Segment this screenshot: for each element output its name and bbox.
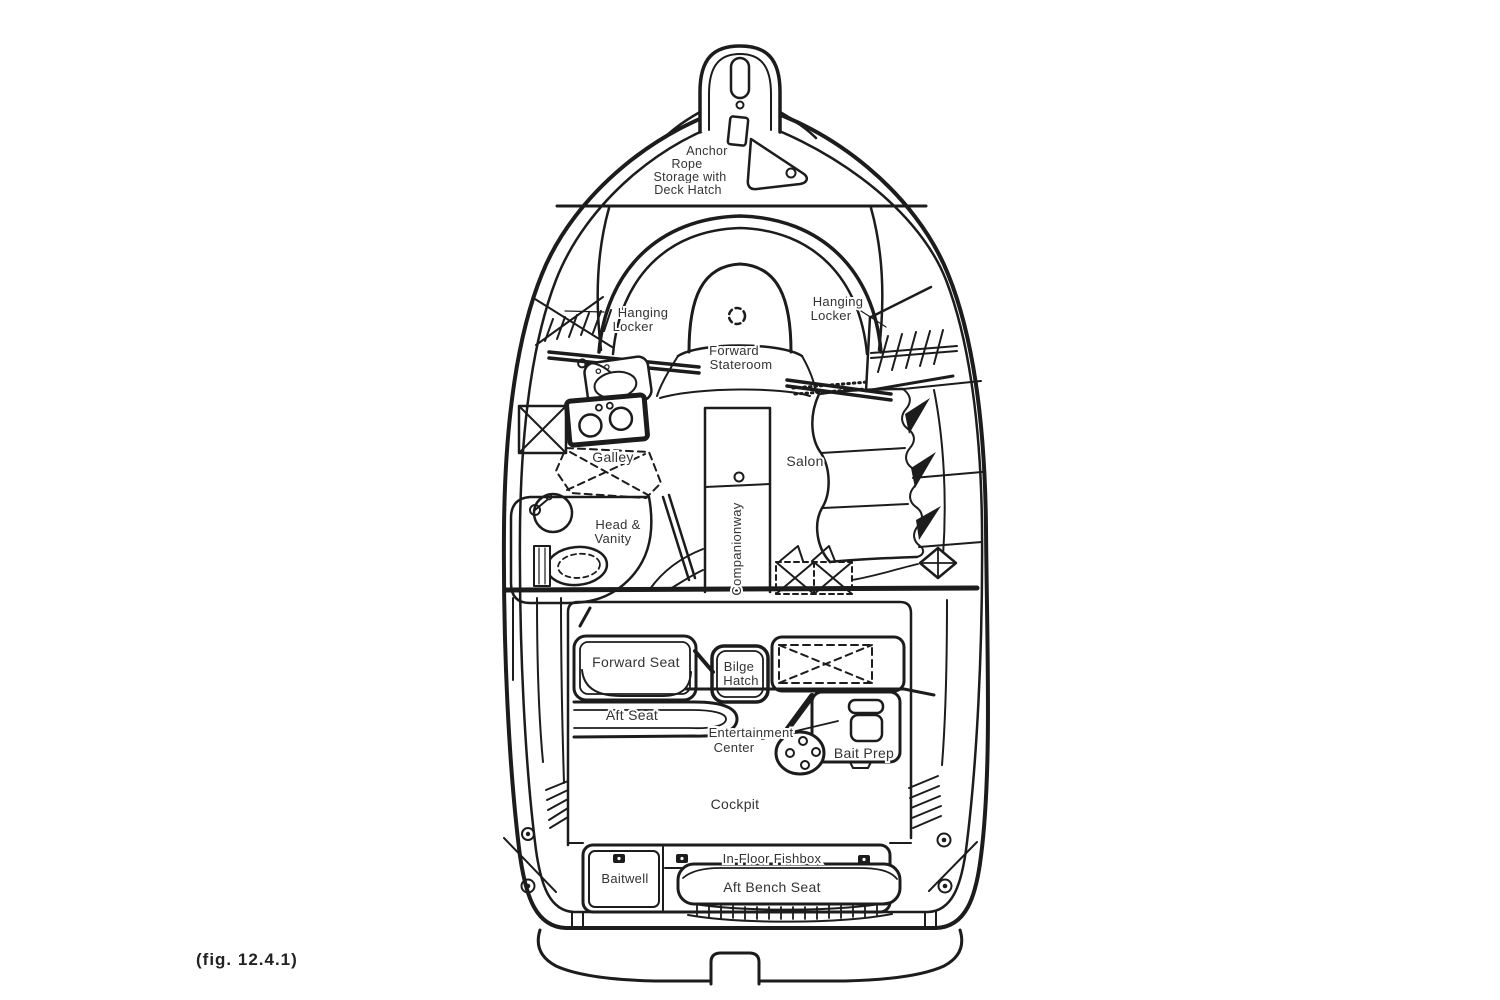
baitwell-lid <box>588 850 660 908</box>
labels: Anchor Rope Storage with Deck Hatch Hang… <box>590 142 896 897</box>
cushion-pleat <box>911 452 936 488</box>
salon-floor-storage <box>775 545 958 595</box>
bow-cleat-slot <box>726 115 750 147</box>
label-leader <box>761 720 839 740</box>
label-anchor-storage: Storage with <box>653 170 726 184</box>
gunwale-hatch-port <box>545 780 569 829</box>
cockpit-liner <box>503 597 978 893</box>
label-bait-prep: Bait Prep <box>834 745 894 761</box>
label-hanging-locker-starboard: Hanging <box>813 294 864 309</box>
anchor-roller-slot <box>729 56 751 100</box>
deck-hatch-port <box>517 404 568 455</box>
forward-seat <box>572 634 698 702</box>
head-and-vanity <box>509 492 697 605</box>
rigging-table <box>774 730 826 776</box>
label-head-vanity: Head & <box>595 517 640 532</box>
aft-seat <box>572 700 739 739</box>
latch-icon <box>613 854 870 864</box>
salon-settee <box>791 380 983 564</box>
head-door <box>661 493 697 582</box>
galley-stove <box>564 392 650 448</box>
hanging-locker-starboard <box>860 285 958 393</box>
label-aft-bench-seat: Aft Bench Seat <box>723 879 821 895</box>
cabin-roof <box>596 206 884 356</box>
label-anchor-storage: Deck Hatch <box>654 183 722 197</box>
label-in-floor-fishbox: In-Floor Fishbox <box>723 851 822 866</box>
toilet-tank <box>533 545 551 587</box>
label-arrow <box>781 693 815 737</box>
cushion-pleat <box>905 398 930 434</box>
bait-prep-station <box>761 690 902 776</box>
bow-pulpit <box>662 44 818 147</box>
forward-stateroom-berth <box>656 262 817 399</box>
label-aft-seat: Aft Seat <box>606 707 658 723</box>
label-baitwell: Baitwell <box>601 871 648 886</box>
label-hanging-locker-port: Hanging <box>618 305 669 320</box>
figure-caption: (fig. 12.4.1) <box>196 950 298 969</box>
stern-fitting-icons <box>520 827 953 894</box>
stern-modules <box>520 827 953 923</box>
label-leader <box>860 310 887 328</box>
label-companionway: Companionway <box>729 502 744 595</box>
hanger-marks <box>877 329 944 373</box>
label-bilge-hatch: Bilge <box>724 659 754 674</box>
label-anchor-storage: Anchor <box>686 144 727 158</box>
hanging-locker-port <box>534 296 613 348</box>
label-hanging-locker-starboard: Locker <box>811 308 852 323</box>
cushion-pleat <box>916 506 941 540</box>
aft-bench-seat <box>676 862 902 906</box>
gunwale-hatch-starboard <box>908 775 942 829</box>
label-leader <box>564 310 605 313</box>
cabin-bulkhead-line <box>503 585 980 593</box>
label-hanging-locker-port: Locker <box>613 319 654 334</box>
label-galley: Galley <box>592 449 633 465</box>
label-cockpit: Cockpit <box>711 796 760 812</box>
hanger-marks <box>544 309 612 342</box>
anchor-rope-storage-hatch <box>746 137 809 191</box>
label-bilge-hatch: Hatch <box>723 673 758 688</box>
vanity-sink <box>532 492 574 534</box>
label-entertainment-center: Entertainment <box>709 725 794 740</box>
label-salon: Salon <box>786 453 823 469</box>
label-forward-seat: Forward Seat <box>592 654 680 670</box>
transom-step <box>709 951 761 986</box>
label-forward-stateroom: Stateroom <box>710 357 773 372</box>
label-anchor-storage: Rope <box>671 157 702 171</box>
label-forward-stateroom: Forward <box>709 343 759 358</box>
stowage-flag <box>918 546 958 580</box>
deck-vent-icon <box>727 306 747 326</box>
swim-platform <box>536 911 964 986</box>
label-head-vanity: Vanity <box>595 531 632 546</box>
label-entertainment-center: Center <box>714 740 755 755</box>
